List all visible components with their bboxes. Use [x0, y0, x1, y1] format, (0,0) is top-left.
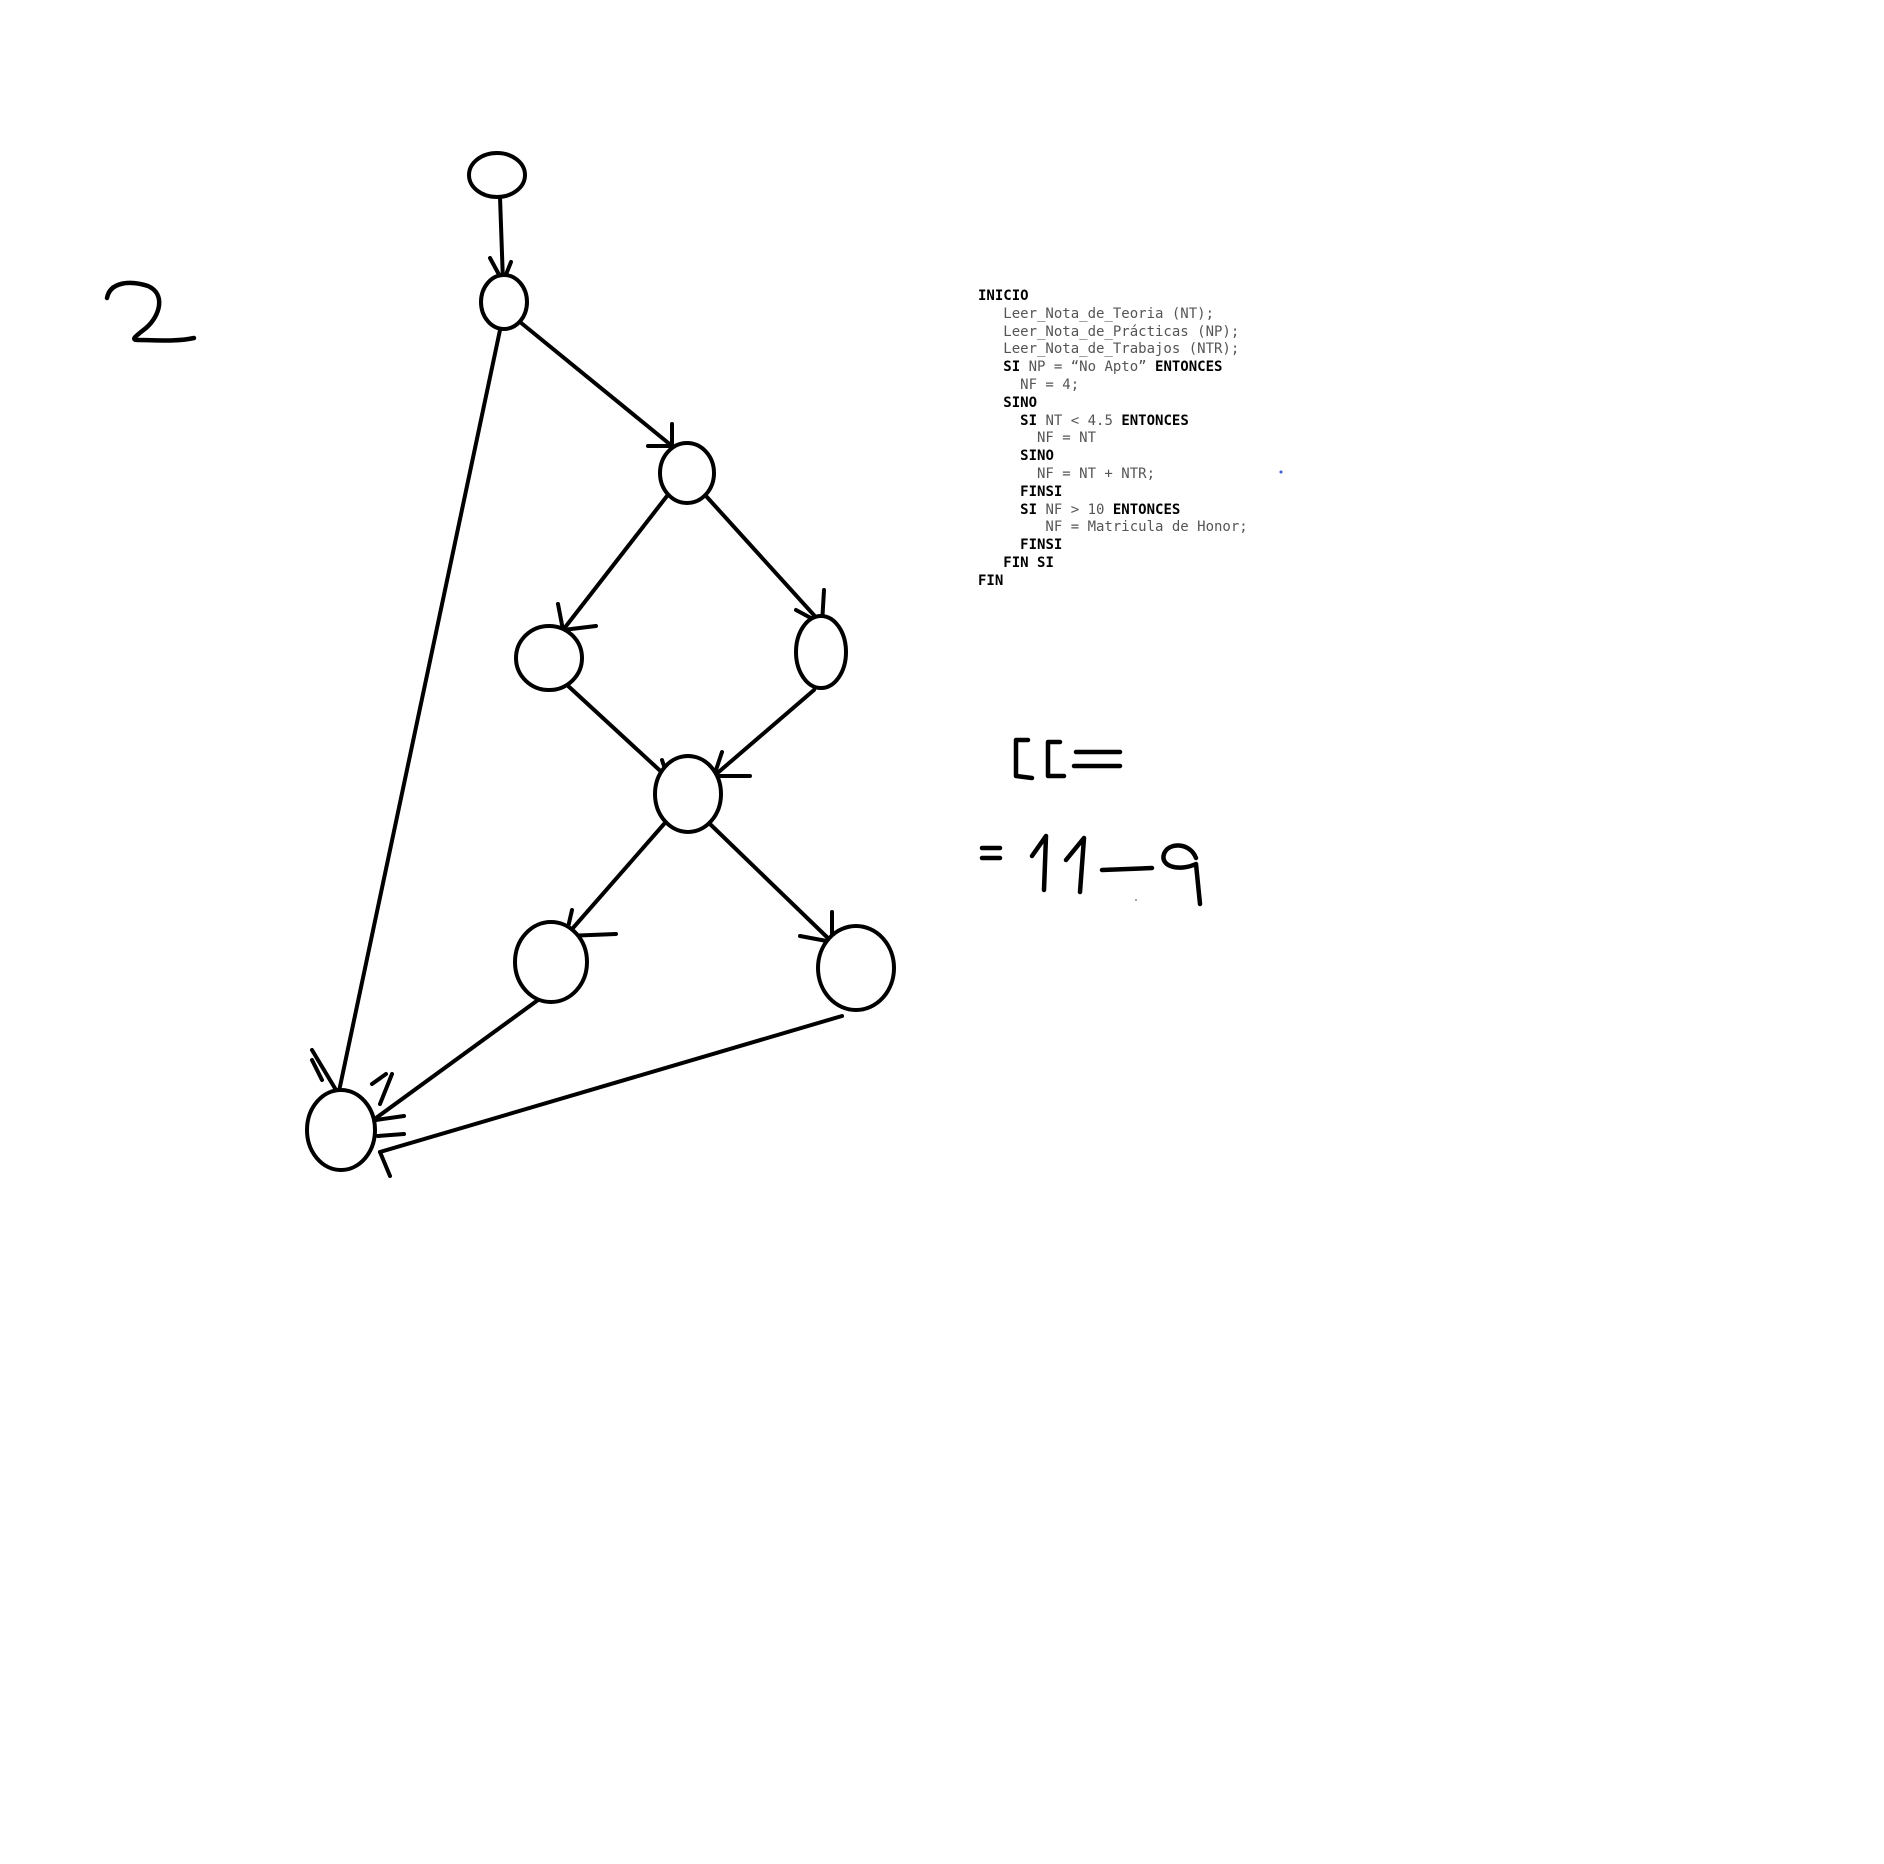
node-nf-4	[514, 624, 584, 692]
code-text	[978, 484, 1020, 500]
arrowhead-nf4	[556, 602, 598, 632]
code-keyword: ENTONCES	[1112, 501, 1181, 518]
code-text	[978, 359, 1003, 375]
edge-nfntntr-end	[378, 1014, 844, 1154]
edge-nfnt-end	[374, 998, 540, 1120]
handwritten-number-2	[104, 280, 197, 343]
edges	[310, 195, 844, 1178]
code-text: NF = Matricula de Honor;	[978, 519, 1248, 536]
code-text	[978, 395, 1003, 411]
node-nf-nt-ntr	[816, 924, 896, 1012]
code-line: Leer_Nota_de_Teoria (NT);	[978, 306, 1248, 324]
nodes	[305, 151, 896, 1172]
code-keyword: FINSI	[1020, 483, 1063, 500]
code-text	[978, 537, 1020, 553]
edge-nf4-merge	[564, 682, 670, 780]
code-keyword: ENTONCES	[1121, 412, 1189, 429]
node-read	[479, 273, 529, 331]
edge-ifnp-ifnt	[704, 494, 824, 626]
code-text: Leer_Nota_de_Prácticas (NP);	[978, 323, 1240, 340]
handwritten-cc-formula	[979, 833, 1203, 907]
code-line: FIN	[978, 573, 1248, 591]
code-line: NF = 4;	[978, 377, 1248, 395]
edge-read-end	[336, 328, 502, 1098]
code-keyword: SINO	[1003, 394, 1038, 411]
code-line: NF = Matricula de Honor;	[978, 519, 1248, 537]
code-text	[978, 413, 1020, 429]
code-line: SI NP = “No Apto” ENTONCES	[978, 359, 1248, 377]
node-start	[467, 151, 527, 199]
code-text	[978, 555, 1003, 571]
code-line: FIN SI	[978, 555, 1248, 573]
code-line: NF = NT + NTR;	[978, 466, 1248, 484]
code-keyword: ENTONCES	[1155, 359, 1223, 376]
code-text: NF = NT + NTR;	[978, 465, 1156, 482]
code-text: NF = 4;	[978, 376, 1080, 393]
pseudocode-block: INICIO Leer_Nota_de_Teoria (NT); Leer_No…	[978, 288, 1248, 591]
code-line: FINSI	[978, 537, 1248, 555]
code-keyword: FIN SI	[1003, 554, 1054, 571]
stray-dot	[1135, 899, 1137, 901]
handwritten-cc-label	[1013, 737, 1123, 781]
code-keyword: SI	[1020, 501, 1038, 518]
code-text: Leer_Nota_de_Trabajos (NTR);	[978, 341, 1240, 358]
code-line: NF = NT	[978, 430, 1248, 448]
code-keyword: FINSI	[1020, 537, 1063, 554]
code-text: NP = “No Apto”	[1020, 359, 1156, 376]
code-text: NT < 4.5	[1037, 412, 1122, 429]
arrowheads-end	[310, 1048, 406, 1178]
code-keyword: FIN	[978, 572, 1004, 589]
code-line: SI NT < 4.5 ENTONCES	[978, 413, 1248, 431]
code-keyword: SINO	[1020, 448, 1054, 465]
code-text	[978, 502, 1020, 518]
stray-dot	[1279, 470, 1283, 474]
code-line: FINSI	[978, 484, 1248, 502]
code-keyword: SI	[1020, 412, 1038, 429]
code-keyword: SI	[1003, 359, 1021, 376]
edge-ifnt-merge	[712, 688, 816, 778]
node-nf-nt	[513, 920, 589, 1004]
code-line: Leer_Nota_de_Prácticas (NP);	[978, 324, 1248, 342]
node-if-np	[658, 441, 716, 505]
node-if-nt	[794, 614, 848, 690]
edge-start-read	[498, 195, 505, 284]
code-text: NF = NT	[978, 430, 1097, 447]
code-line: SINO	[978, 395, 1248, 413]
code-line: SINO	[978, 448, 1248, 466]
code-line: Leer_Nota_de_Trabajos (NTR);	[978, 341, 1248, 359]
code-keyword: INICIO	[978, 288, 1029, 304]
node-merge	[653, 754, 723, 834]
code-line: SI NF > 10 ENTONCES	[978, 502, 1248, 520]
code-text	[978, 448, 1020, 464]
edge-merge-nfnt	[564, 822, 666, 938]
code-text: Leer_Nota_de_Teoria (NT);	[978, 305, 1215, 322]
code-line: INICIO	[978, 288, 1248, 306]
node-end	[305, 1088, 377, 1172]
code-text: NF > 10	[1037, 501, 1113, 518]
edge-ifnp-nf4	[561, 494, 669, 632]
edge-merge-nfntntr	[708, 822, 834, 944]
edge-read-ifnp	[518, 320, 674, 448]
